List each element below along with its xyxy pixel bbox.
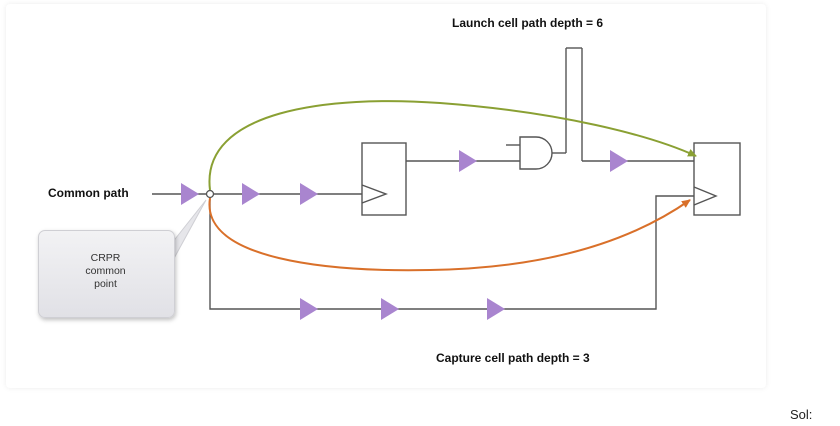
crpr-common-point bbox=[205, 189, 215, 199]
launch-depth-label: Launch cell path depth = 6 bbox=[452, 16, 604, 30]
callout-line-1: CRPR bbox=[90, 252, 121, 264]
buffer-launch-1 bbox=[242, 183, 260, 205]
and-gate bbox=[519, 136, 553, 170]
buffer-common bbox=[181, 183, 199, 205]
buffer-launch-4 bbox=[610, 150, 628, 172]
buffer-launch-3 bbox=[459, 150, 477, 172]
capture-flop bbox=[693, 142, 741, 216]
launch-flop bbox=[361, 142, 407, 216]
buffer-capture-2 bbox=[381, 298, 399, 320]
crpr-callout-text: CRPR common point bbox=[38, 252, 173, 291]
launch-path-arc bbox=[208, 100, 697, 191]
buffers bbox=[181, 150, 628, 320]
capture-depth-label: Capture cell path depth = 3 bbox=[436, 351, 590, 365]
callout-line-3: point bbox=[94, 278, 117, 290]
callout-line-2: common bbox=[85, 265, 126, 277]
sol-label: Sol: bbox=[790, 407, 813, 422]
buffer-capture-3 bbox=[487, 298, 505, 320]
capture-path-arc bbox=[208, 197, 691, 272]
crpr-callout-box bbox=[38, 230, 175, 318]
buffer-capture-1 bbox=[300, 298, 318, 320]
common-path-label: Common path bbox=[48, 186, 129, 200]
capture-clock-wire bbox=[209, 194, 694, 310]
buffer-launch-2 bbox=[300, 183, 318, 205]
